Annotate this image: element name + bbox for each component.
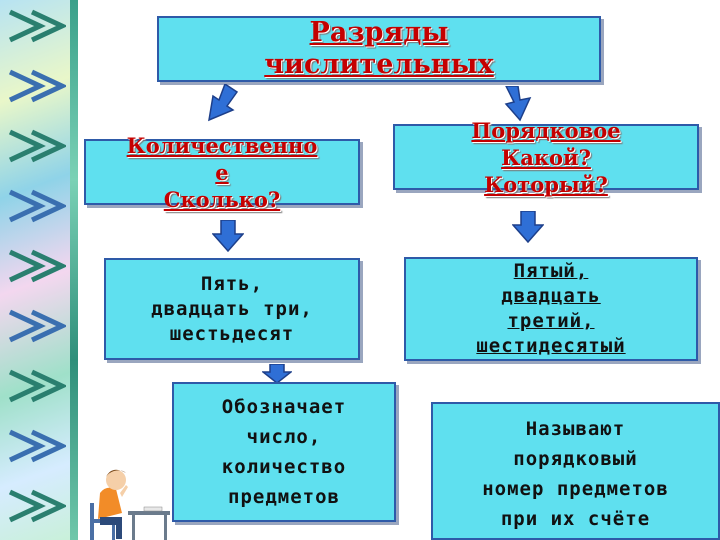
quantitative-meaning-box: Обозначает число, количество предметов xyxy=(172,382,396,522)
meaning-line: номер предметов xyxy=(482,478,669,500)
ordinal-examples-text: Пятый, двадцать третий, шестидесятый xyxy=(476,259,625,359)
ordinal-question: Какой? xyxy=(501,144,591,170)
quantitative-examples-box: Пять, двадцать три, шестьдесят xyxy=(104,258,360,360)
arrow-down-icon xyxy=(504,86,532,122)
example-line: двадцать xyxy=(501,285,601,307)
ordinal-question: Который? xyxy=(484,171,608,197)
meaning-line: при их счёте xyxy=(500,508,651,530)
arrow-down-icon xyxy=(212,220,244,252)
decorative-border xyxy=(0,0,78,540)
border-stripe xyxy=(70,0,78,540)
ordinal-box: Порядковое Какой? Который? xyxy=(393,118,699,197)
chevron-ornament xyxy=(8,369,66,403)
title-box: Разряды числительных xyxy=(157,16,601,82)
example-line: Пятый, xyxy=(513,260,589,282)
quantitative-line: е xyxy=(215,159,229,185)
arrow-down-icon xyxy=(262,364,292,384)
meaning-line: число, xyxy=(246,426,322,448)
chevron-ornament xyxy=(8,69,66,103)
meaning-line: количество xyxy=(221,456,347,478)
chevron-ornament xyxy=(8,189,66,223)
example-line: шестидесятый xyxy=(476,335,626,357)
example-line: третий, xyxy=(507,310,595,332)
quantitative-text: Количественно е Сколько? xyxy=(127,132,318,213)
arrow-down-icon xyxy=(208,84,239,122)
title-line: числительных xyxy=(264,49,494,80)
chevron-ornament xyxy=(8,309,66,343)
quantitative-box: Количественно е Сколько? xyxy=(84,133,360,212)
meaning-line: предметов xyxy=(228,486,340,508)
chevron-ornament xyxy=(8,9,66,43)
ordinal-text: Порядковое Какой? Который? xyxy=(471,117,620,198)
quantitative-meaning-text: Обозначает число, количество предметов xyxy=(222,392,346,512)
ordinal-examples-box: Пятый, двадцать третий, шестидесятый xyxy=(404,257,698,361)
diagram-title: Разряды числительных xyxy=(264,17,494,81)
arrow-down-icon xyxy=(512,211,544,243)
ordinal-line: Порядковое xyxy=(471,117,621,143)
chevron-ornament xyxy=(8,429,66,463)
example-line: двадцать три, xyxy=(151,297,313,320)
ordinal-meaning-box: Называют порядковый номер предметов при … xyxy=(431,402,720,540)
meaning-line: порядковый xyxy=(513,448,638,470)
meaning-line: Называют xyxy=(525,418,626,440)
example-line: Пять, xyxy=(200,272,264,295)
chevron-ornament xyxy=(8,129,66,163)
quantitative-line: Количественно xyxy=(126,132,318,158)
title-line: Разряды xyxy=(309,17,449,48)
quantitative-examples-text: Пять, двадцать три, шестьдесят xyxy=(151,272,313,347)
chevron-ornament xyxy=(8,489,66,523)
quantitative-question: Сколько? xyxy=(163,186,281,212)
ordinal-meaning-text: Называют порядковый номер предметов при … xyxy=(482,414,669,534)
thinking-student-illustration xyxy=(90,469,170,540)
example-line: шестьдесят xyxy=(169,322,295,345)
chevron-ornament xyxy=(8,249,66,283)
meaning-line: Обозначает xyxy=(221,396,347,418)
